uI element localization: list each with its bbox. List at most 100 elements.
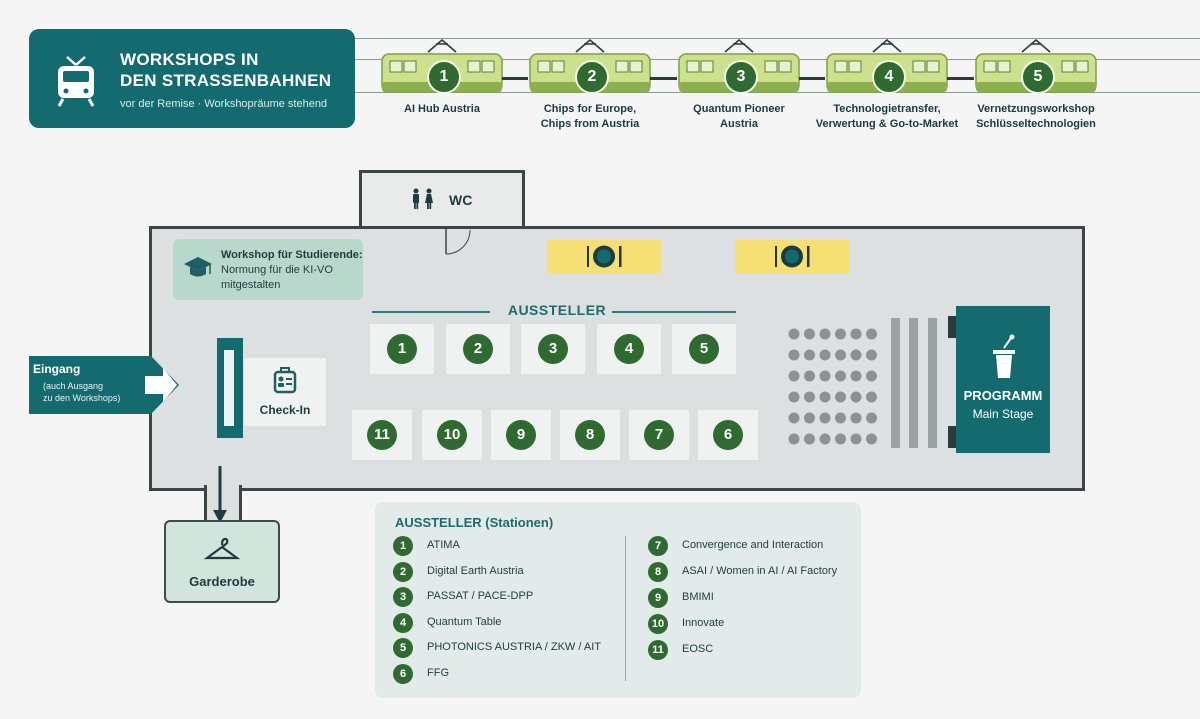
overhead-wire	[355, 38, 1200, 39]
legend-name: ASAI / Women in AI / AI Factory	[682, 565, 838, 577]
dining-icon	[775, 245, 810, 268]
stand-7: 7	[629, 410, 689, 460]
stand-1: 1	[370, 324, 434, 374]
divider	[372, 311, 490, 313]
stand-number: 8	[575, 420, 605, 450]
aussteller-heading: AUSSTELLER	[507, 302, 607, 318]
stand-number: 11	[367, 420, 397, 450]
wc-label: WC	[449, 192, 473, 208]
seat	[866, 370, 877, 382]
stand-2: 2	[446, 324, 510, 374]
stand-number: 6	[713, 420, 743, 450]
audience-seating	[788, 328, 877, 445]
legend-number: 7	[648, 536, 668, 556]
main-stage: PROGRAMM Main Stage	[956, 306, 1050, 453]
graduation-cap-icon	[184, 257, 212, 277]
stand-4: 4	[597, 324, 661, 374]
garderobe-label: Garderobe	[189, 574, 255, 589]
checkin-label: Check-In	[259, 403, 311, 417]
header-card: WORKSHOPS IN DEN STRASSENBAHNEN vor der …	[29, 29, 355, 128]
seat	[835, 370, 846, 382]
legend-divider	[625, 536, 626, 681]
seat	[788, 433, 800, 445]
stand-5: 5	[672, 324, 736, 374]
seat	[835, 433, 846, 445]
tram-3: 3	[677, 38, 801, 96]
seat	[804, 328, 815, 340]
seat	[850, 433, 862, 445]
stand-number: 7	[644, 420, 674, 450]
legend-number: 9	[648, 588, 668, 608]
restroom-icon	[411, 188, 435, 215]
legend-number: 10	[648, 614, 668, 634]
checkin-desk	[217, 338, 243, 438]
seat	[835, 328, 846, 340]
podium-icon	[993, 334, 1015, 378]
stand-number: 1	[387, 334, 417, 364]
seat	[850, 328, 862, 340]
entrance-label: Eingang	[33, 362, 81, 376]
seat	[788, 349, 800, 361]
tram-number: 2	[575, 60, 609, 94]
tram-number: 4	[872, 60, 906, 94]
seat	[804, 370, 815, 382]
seat	[819, 391, 831, 403]
checkin-area: Check-In	[244, 358, 326, 426]
entrance-sign: Eingang (auch Ausgang zu den Workshops)	[29, 356, 179, 414]
seat	[850, 370, 862, 382]
stage-row	[928, 318, 937, 448]
legend-name: Digital Earth Austria	[427, 564, 524, 577]
legend-name: ATIMA	[427, 539, 460, 551]
garderobe-room: Garderobe	[164, 520, 280, 603]
seat	[804, 433, 815, 445]
tram-number: 1	[427, 60, 461, 94]
seat	[819, 412, 831, 424]
stage-row	[909, 318, 918, 448]
legend-title: AUSSTELLER (Stationen)	[395, 515, 554, 530]
legend-name: EOSC	[682, 643, 714, 655]
hanger-icon	[204, 537, 240, 560]
tram-label: Chips for Europe,Chips from Austria	[540, 103, 640, 130]
door-icon	[445, 229, 471, 255]
stand-number: 2	[463, 334, 493, 364]
student-workshop-text: Workshop für Studierende: Normung für di…	[221, 249, 363, 291]
catering-area	[547, 240, 661, 273]
wc-room	[359, 170, 525, 231]
seat	[835, 349, 846, 361]
seat	[866, 349, 877, 361]
stand-9: 9	[491, 410, 551, 460]
seat	[788, 412, 800, 424]
seat	[804, 349, 815, 361]
seat	[835, 412, 846, 424]
entrance-subtitle: (auch Ausgang zu den Workshops)	[43, 381, 121, 403]
stage-row	[891, 318, 900, 448]
seat	[835, 391, 846, 403]
seat	[850, 391, 862, 403]
legend-name: PASSAT / PACE-DPP	[427, 590, 534, 602]
tram-coupling	[947, 77, 974, 80]
tram-number: 3	[724, 60, 758, 94]
seat	[866, 391, 877, 403]
stand-11: 11	[352, 410, 412, 460]
legend-name: Quantum Table	[427, 615, 502, 628]
stand-number: 10	[437, 420, 467, 450]
legend-number: 8	[648, 562, 668, 582]
seat	[819, 433, 831, 445]
seat	[850, 349, 862, 361]
tram-coupling	[650, 77, 677, 80]
dining-icon	[587, 245, 622, 268]
tram-label: Technologietransfer,Verwertung & Go-to-M…	[815, 103, 959, 130]
tram-2: 2	[528, 38, 652, 96]
legend-number: 2	[393, 561, 413, 582]
legend-name: PHOTONICS AUSTRIA / ZKW / AIT	[427, 641, 601, 653]
legend-number: 11	[648, 640, 668, 660]
stand-number: 3	[538, 334, 568, 364]
badge-icon	[273, 367, 297, 394]
tram-icon	[53, 55, 99, 112]
header-title: WORKSHOPS IN DEN STRASSENBAHNEN	[120, 50, 332, 90]
legend-name: FFG	[427, 666, 449, 679]
stage-subtitle: Main Stage	[972, 407, 1034, 421]
